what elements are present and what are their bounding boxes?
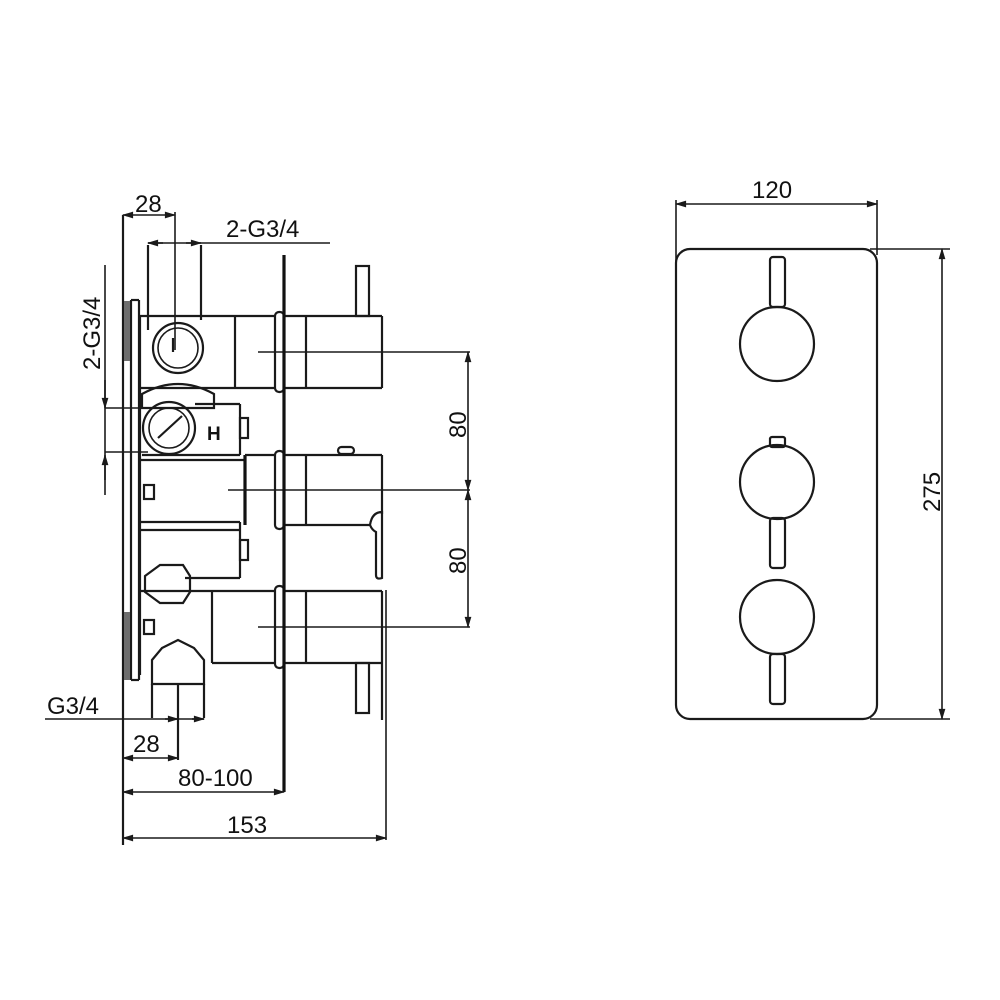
trim-plate: [674, 247, 879, 721]
hot-marker: H: [207, 424, 221, 445]
hot-inlet-fitting: [141, 400, 250, 457]
bottom-cartridge: [142, 584, 470, 720]
svg-text:275: 275: [919, 472, 946, 512]
lower-fitting: [143, 563, 192, 605]
svg-text:2-G3/4: 2-G3/4: [226, 216, 299, 243]
svg-text:80: 80: [445, 411, 472, 438]
dimension-bottom-28: 28: [121, 731, 180, 762]
handle-top: [738, 255, 816, 383]
svg-text:28: 28: [133, 731, 160, 758]
dimension-top-28: 28: [121, 191, 177, 350]
dimension-width: 120: [674, 177, 879, 265]
side-view: H: [45, 191, 472, 845]
dimension-total-depth: 153: [121, 590, 388, 842]
diverter-lever: [368, 510, 384, 580]
dimension-side-inlet: 2-G3/4: [79, 265, 148, 495]
svg-text:80: 80: [445, 547, 472, 574]
dimension-height: 275: [870, 247, 950, 721]
dimension-top-inlet: 2-G3/4: [146, 216, 330, 247]
dimension-wall-depth: 80-100: [121, 765, 286, 796]
dimension-spacing-upper: 80: [445, 350, 472, 492]
svg-text:153: 153: [227, 812, 267, 839]
bottom-outlet: [150, 638, 206, 760]
middle-cartridge: [140, 445, 470, 580]
handle-bottom: [738, 578, 816, 706]
front-view: 120 275: [674, 177, 950, 721]
svg-text:2-G3/4: 2-G3/4: [79, 297, 106, 370]
dimension-bottom-outlet: G3/4: [45, 693, 206, 723]
handle-middle: [738, 435, 816, 570]
lower-body: [140, 520, 250, 580]
dimension-spacing-lower: 80: [445, 488, 472, 629]
svg-text:28: 28: [135, 191, 162, 218]
svg-text:G3/4: G3/4: [47, 693, 99, 720]
svg-text:120: 120: [752, 177, 792, 204]
svg-text:80-100: 80-100: [178, 765, 253, 792]
upper-cartridge: [140, 264, 470, 394]
top-inlet-fitting: [151, 321, 205, 375]
